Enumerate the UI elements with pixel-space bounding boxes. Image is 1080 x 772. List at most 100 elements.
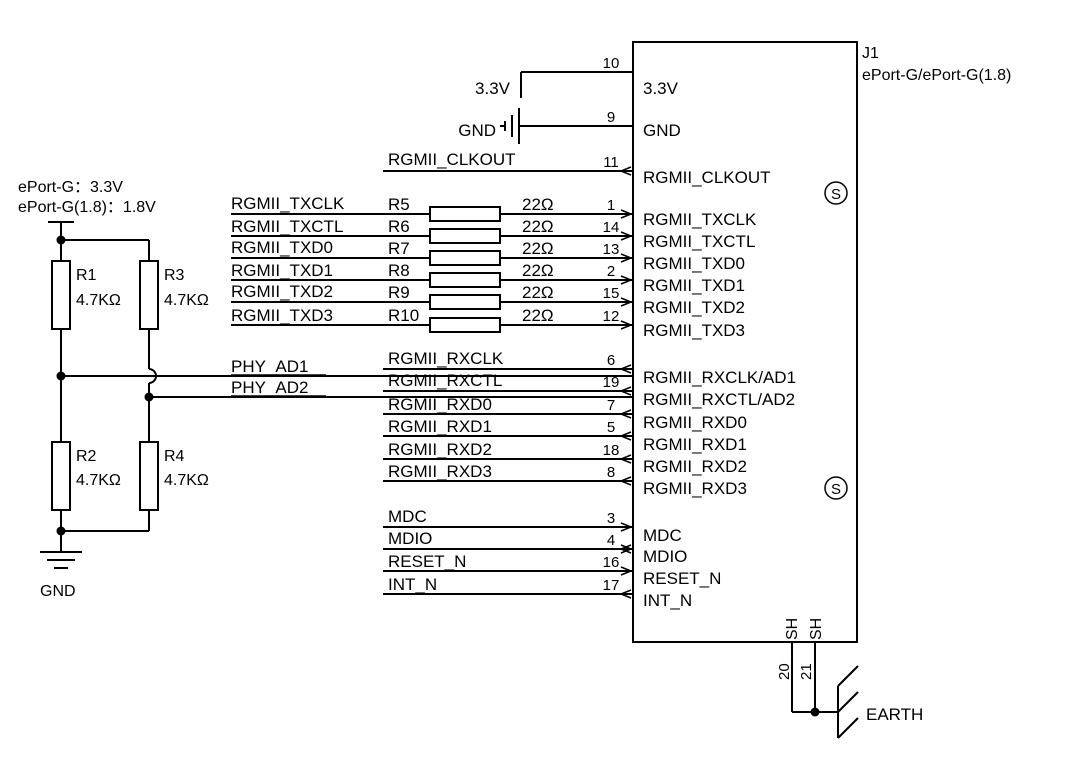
pin-name: RGMII_RXCLK/AD1 xyxy=(643,368,796,387)
power-3v3-label: 3.3V xyxy=(475,79,511,98)
net-label: RGMII_TXCLK xyxy=(231,194,345,213)
pin-number: 6 xyxy=(607,352,615,369)
resistor-ref: R5 xyxy=(388,195,410,214)
net-label: RGMII_RXD3 xyxy=(388,462,492,481)
ground-symbol xyxy=(40,551,82,569)
connector-part: ePort-G/ePort-G(1.8) xyxy=(862,67,1011,84)
pin-name: GND xyxy=(643,121,681,140)
connector-ref: J1 xyxy=(862,45,879,62)
ground-label: GND xyxy=(40,583,76,600)
shield-marker-upper: S xyxy=(824,181,848,205)
pin-number: 11 xyxy=(603,154,619,171)
gnd-label: GND xyxy=(458,121,496,140)
shield-pin-name: SH xyxy=(808,618,825,640)
resistor-ref: R2 xyxy=(76,448,97,465)
pin-number: 19 xyxy=(603,374,620,391)
net-phy-ad1: PHY_AD1 xyxy=(231,357,308,376)
pin-name: INT_N xyxy=(643,591,692,610)
resistor-ref: R9 xyxy=(388,283,410,302)
resistor-value: 22Ω xyxy=(522,239,554,258)
resistor-r3 xyxy=(139,260,159,330)
pin-name: RGMII_TXD0 xyxy=(643,254,745,273)
shield-marker-text: S xyxy=(831,481,841,498)
connector-pins: 103.3V9GND11RGMII_CLKOUT1RGMII_TXCLK14RG… xyxy=(383,55,796,610)
pin-number: 10 xyxy=(603,55,620,72)
earth-symbol: EARTH xyxy=(837,665,923,739)
net-label: RGMII_RXCTL xyxy=(388,371,502,390)
pin-number: 14 xyxy=(603,219,620,236)
pin-number: 9 xyxy=(607,109,615,126)
pin-name: RESET_N xyxy=(643,569,721,588)
resistor-r4 xyxy=(139,441,159,511)
pin-name: RGMII_RXD0 xyxy=(643,413,747,432)
net-label: RGMII_CLKOUT xyxy=(388,150,516,169)
pin-name: RGMII_TXCLK xyxy=(643,210,757,229)
net-label: RGMII_TXD1 xyxy=(231,261,333,280)
resistor-ref: R7 xyxy=(388,239,410,258)
pin-name: MDC xyxy=(643,526,682,545)
pin-number: 2 xyxy=(607,263,615,280)
resistor-ref: R1 xyxy=(76,267,97,284)
pin-number: 16 xyxy=(603,554,620,571)
net-label: RGMII_RXD1 xyxy=(388,417,492,436)
pin-number: 4 xyxy=(607,532,615,549)
pin-number: 18 xyxy=(603,442,620,459)
pin-name: RGMII_RXCTL/AD2 xyxy=(643,390,795,409)
pin-number: 15 xyxy=(603,285,620,302)
connector-pin-8: 8 RGMII_RXD3 xyxy=(383,464,747,498)
shield-marker-text: S xyxy=(831,186,841,203)
net-label: RGMII_TXD0 xyxy=(231,238,333,257)
resistor-value: 4.7KΩ xyxy=(76,292,121,309)
resistor-value: 22Ω xyxy=(522,306,554,325)
net-label: RGMII_RXD0 xyxy=(388,395,492,414)
resistor-value: 22Ω xyxy=(522,217,554,236)
resistor-value: 4.7KΩ xyxy=(164,472,209,489)
pin-number: 17 xyxy=(603,577,620,594)
pin-number: 3 xyxy=(607,510,615,527)
connector-pin-10: 103.3V xyxy=(521,55,679,98)
pin-number: 1 xyxy=(607,197,615,214)
pin-name: RGMII_RXD2 xyxy=(643,457,747,476)
shield-pin-number: 21 xyxy=(798,663,815,680)
resistor-r10: R10 22Ω xyxy=(231,306,554,333)
pin-number: 7 xyxy=(607,397,615,414)
resistor-ref: R4 xyxy=(164,448,185,465)
shield-pins: SH SH 20 21 xyxy=(776,618,838,717)
shield-pin-number: 20 xyxy=(776,663,793,680)
resistor-ref: R10 xyxy=(388,306,419,325)
pin-number: 8 xyxy=(607,464,615,481)
shield-marker-lower: S xyxy=(824,476,848,500)
pin-name: RGMII_TXD3 xyxy=(643,321,745,340)
pin-name: RGMII_TXD1 xyxy=(643,276,745,295)
net-label: MDIO xyxy=(388,529,432,548)
pin-number: 5 xyxy=(607,419,615,436)
net-label: RGMII_TXD2 xyxy=(231,282,333,301)
connector-pin-5: 5 RGMII_RXD1 xyxy=(383,419,747,454)
resistor-value: 22Ω xyxy=(522,261,554,280)
resistor-r1 xyxy=(51,260,71,330)
shield-pin-name: SH xyxy=(784,618,801,640)
power-nets: 3.3V GND xyxy=(458,72,522,144)
resistor-value: 4.7KΩ xyxy=(76,472,121,489)
resistor-r2 xyxy=(51,441,71,511)
resistor-ref: R8 xyxy=(388,261,410,280)
strap-note-line1: ePort-G：3.3V xyxy=(18,179,123,196)
